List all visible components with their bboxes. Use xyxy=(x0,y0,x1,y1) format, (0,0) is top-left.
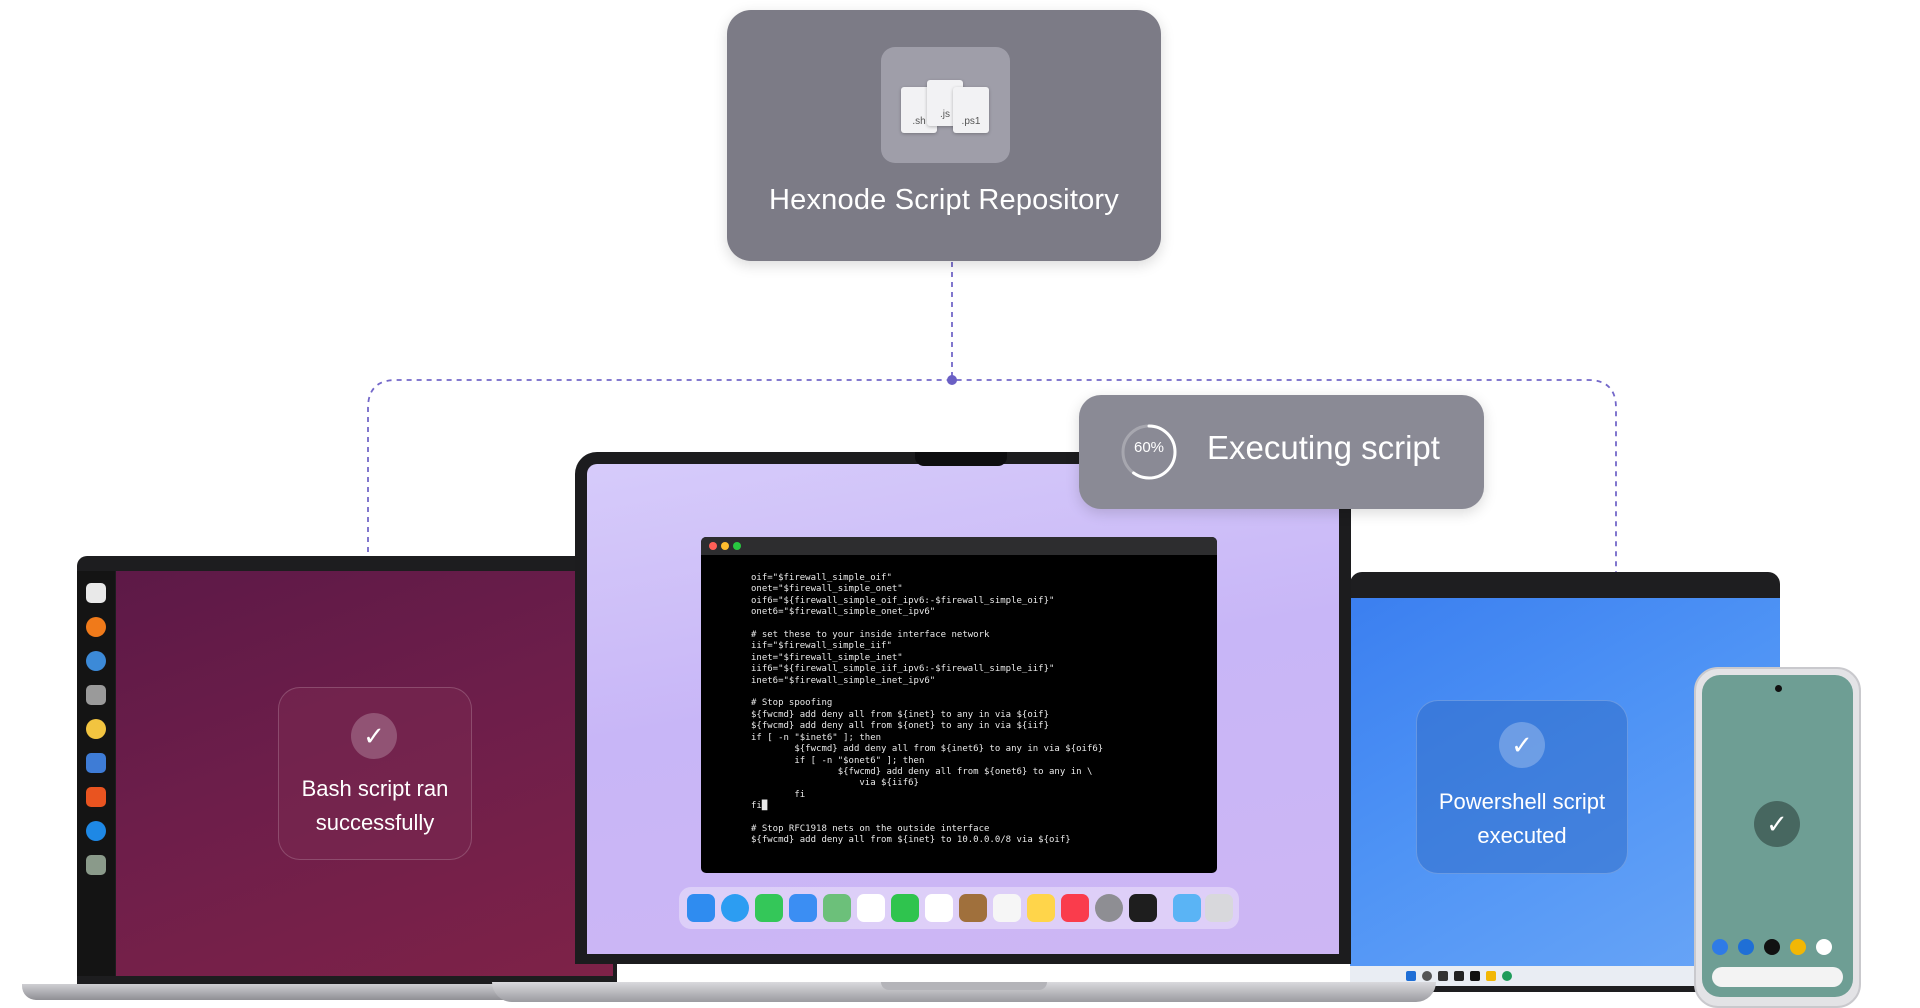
maps-icon[interactable] xyxy=(823,894,851,922)
mac-dock xyxy=(679,887,1239,929)
files-icon[interactable] xyxy=(86,685,106,705)
mac-screen: oif="$firewall_simple_oif" onet="$firewa… xyxy=(587,464,1339,954)
rhythmbox-icon[interactable] xyxy=(86,719,106,739)
messages-icon[interactable] xyxy=(755,894,783,922)
figma-icon[interactable] xyxy=(1129,894,1157,922)
trash-icon[interactable] xyxy=(1205,894,1233,922)
writer-icon[interactable] xyxy=(86,753,106,773)
powershell-status-line2: executed xyxy=(1477,823,1567,848)
macbook-base-notch xyxy=(881,982,1047,990)
task-view-icon[interactable] xyxy=(1438,971,1448,981)
bash-status-line2: successfully xyxy=(315,810,435,835)
connector-node-top xyxy=(947,375,957,385)
terminal-title-bar xyxy=(701,537,1217,555)
app-center-icon[interactable] xyxy=(86,787,106,807)
check-icon: ✓ xyxy=(1499,722,1545,768)
ps1-file-icon: .ps1 xyxy=(953,87,989,133)
terminal-window[interactable]: oif="$firewall_simple_oif" onet="$firewa… xyxy=(701,537,1217,873)
keynote-icon[interactable] xyxy=(959,894,987,922)
music-icon[interactable] xyxy=(1061,894,1089,922)
widgets-icon[interactable] xyxy=(1454,971,1464,981)
script-files-icon: .sh .js .ps1 xyxy=(881,47,1010,163)
check-icon: ✓ xyxy=(351,713,397,759)
script-repository-card[interactable]: .sh .js .ps1 Hexnode Script Repository xyxy=(727,10,1161,261)
edge-icon[interactable] xyxy=(1502,971,1512,981)
ubuntu-home-icon[interactable] xyxy=(86,583,106,603)
windows-taskbar xyxy=(1350,966,1780,986)
hexnode-icon[interactable] xyxy=(1470,971,1480,981)
close-button[interactable] xyxy=(709,542,717,550)
mail-icon[interactable] xyxy=(789,894,817,922)
executing-script-pill: 60% Executing script xyxy=(1079,395,1484,509)
start-icon[interactable] xyxy=(1406,971,1416,981)
firefox-icon[interactable] xyxy=(86,617,106,637)
thunderbird-icon[interactable] xyxy=(86,651,106,671)
front-camera xyxy=(1775,685,1782,692)
terminal-code: oif="$firewall_simple_oif" onet="$firewa… xyxy=(751,573,1104,846)
notes-icon[interactable] xyxy=(1027,894,1055,922)
maximize-button[interactable] xyxy=(733,542,741,550)
check-icon: ✓ xyxy=(1754,801,1800,847)
phone-app-icon[interactable] xyxy=(1712,939,1728,955)
powershell-status-line1: Powershell script xyxy=(1438,789,1606,814)
explorer-icon[interactable] xyxy=(1486,971,1496,981)
macbook: oif="$firewall_simple_oif" onet="$firewa… xyxy=(575,452,1351,964)
repository-title: Hexnode Script Repository xyxy=(769,184,1119,216)
reminders-icon[interactable] xyxy=(993,894,1021,922)
finder-icon[interactable] xyxy=(687,894,715,922)
phone-screen: ✓ xyxy=(1702,675,1853,997)
bash-status-line1: Bash script ran xyxy=(301,776,449,801)
chrome-app-icon[interactable] xyxy=(1790,939,1806,955)
search-icon[interactable] xyxy=(1422,971,1432,981)
executing-label: Executing script xyxy=(1207,429,1440,466)
camera-notch xyxy=(915,452,1007,466)
android-phone: ✓ xyxy=(1694,667,1861,1008)
powershell-status-card: ✓ Powershell script executed xyxy=(1416,700,1628,874)
minimize-button[interactable] xyxy=(721,542,729,550)
messages-app-icon[interactable] xyxy=(1738,939,1754,955)
bash-status-text: Bash script ran successfully xyxy=(289,772,461,840)
progress-ring-arc xyxy=(1121,424,1177,480)
safari-icon[interactable] xyxy=(721,894,749,922)
bash-status-card: ✓ Bash script ran successfully xyxy=(278,687,472,860)
progress-ring xyxy=(1121,424,1177,480)
calendar-icon[interactable] xyxy=(925,894,953,922)
hexnode-icon[interactable] xyxy=(857,894,885,922)
macbook-base xyxy=(492,982,1436,1002)
hexnode-app-icon[interactable] xyxy=(1764,939,1780,955)
progress-percentage: 60% xyxy=(1133,439,1165,456)
trash-icon[interactable] xyxy=(86,855,106,875)
camera-app-icon[interactable] xyxy=(1816,939,1832,955)
ubuntu-laptop-base xyxy=(22,984,622,1000)
settings-icon[interactable] xyxy=(1095,894,1123,922)
help-icon[interactable] xyxy=(86,821,106,841)
ubuntu-dock xyxy=(77,571,115,976)
google-search-bar[interactable] xyxy=(1712,967,1843,987)
folder-icon[interactable] xyxy=(1173,894,1201,922)
powershell-status-text: Powershell script executed xyxy=(1423,785,1621,853)
facetime-icon[interactable] xyxy=(891,894,919,922)
